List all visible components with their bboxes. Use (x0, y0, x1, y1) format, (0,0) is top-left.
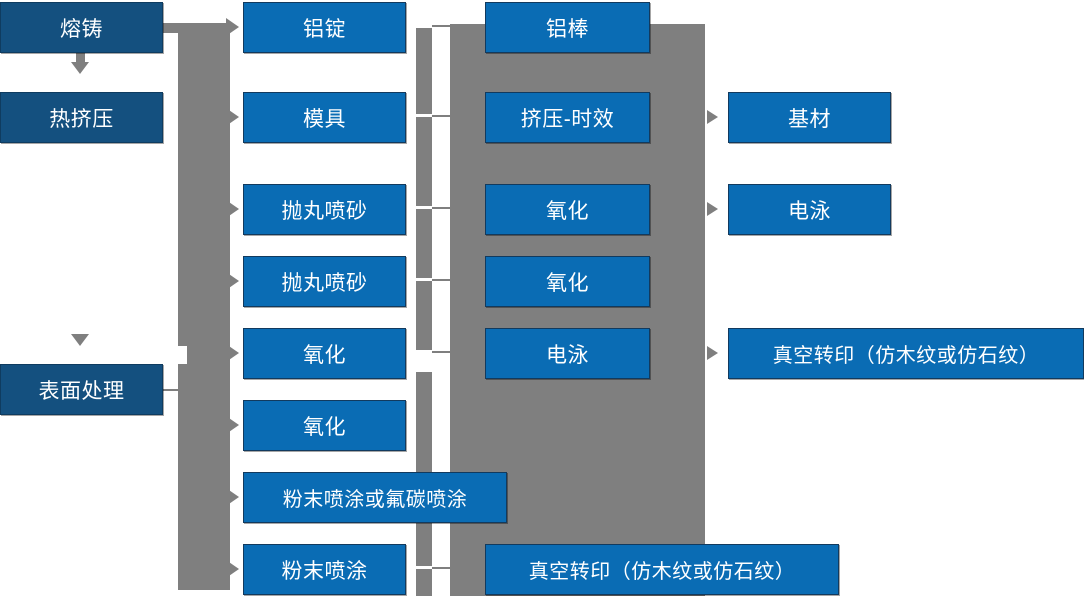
node-label: 氧化 (303, 343, 346, 367)
node-lvding[interactable]: 铝锭 (243, 2, 406, 53)
rail-break-5 (416, 350, 432, 372)
comb-arrow-8 (226, 560, 239, 578)
rail-break-3 (416, 206, 432, 209)
node-rejiya[interactable]: 热挤压 (0, 92, 163, 143)
node-paowan1[interactable]: 抛丸喷砂 (243, 184, 406, 235)
node-dianyong2[interactable]: 电泳 (728, 184, 891, 235)
node-label: 真空转印（仿木纹或仿石纹） (772, 345, 1040, 367)
node-fenmo-fluor[interactable]: 粉末喷涂或氟碳喷涂 (243, 472, 507, 523)
node-label: 粉末喷涂 (281, 559, 368, 583)
comb-arrow-2 (226, 108, 239, 126)
node-label: 抛丸喷砂 (281, 271, 368, 295)
connector-down-arrow-rongzhu (71, 62, 89, 74)
rail-break-4 (416, 278, 432, 281)
node-zkzy-right[interactable]: 真空转印（仿木纹或仿石纹） (728, 328, 1084, 379)
node-label: 表面处理 (38, 379, 125, 403)
comb-arrow-6 (226, 416, 239, 434)
node-label: 热挤压 (49, 107, 114, 131)
connector-mid-rail (416, 24, 432, 596)
rail-tie-2 (432, 115, 452, 117)
right-arrow-dianyong (707, 202, 718, 216)
node-label: 熔铸 (60, 17, 103, 41)
node-yanghua4[interactable]: 氧化 (485, 256, 650, 307)
node-paowan2[interactable]: 抛丸喷砂 (243, 256, 406, 307)
rail-break-6 (416, 566, 432, 569)
node-label: 氧化 (546, 199, 589, 223)
rail-tie-6 (432, 567, 452, 569)
node-muju[interactable]: 模具 (243, 92, 406, 143)
node-yanghua3[interactable]: 氧化 (485, 184, 650, 235)
canvas-notch-biaomian (163, 346, 187, 364)
node-label: 铝棒 (546, 17, 589, 41)
rail-tie-3 (432, 207, 452, 209)
comb-arrow-3 (226, 200, 239, 218)
connector-left-trunk (178, 23, 230, 590)
node-zkzy-bot[interactable]: 真空转印（仿木纹或仿石纹） (485, 544, 839, 595)
comb-arrow-1 (226, 18, 239, 36)
node-label: 抛丸喷砂 (281, 199, 368, 223)
node-label: 电泳 (546, 343, 589, 367)
node-rongzhu[interactable]: 熔铸 (0, 2, 163, 53)
rail-tie-5 (432, 351, 452, 353)
node-label: 铝锭 (303, 17, 346, 41)
comb-arrow-5 (226, 344, 239, 362)
node-label: 粉末喷涂或氟碳喷涂 (282, 489, 468, 511)
connector-stub-rongzhu (163, 23, 183, 33)
node-label: 电泳 (788, 199, 831, 223)
right-arrow-jicai (707, 110, 718, 124)
connector-line-biaomian (163, 389, 185, 391)
rail-break-2 (416, 114, 432, 117)
node-label: 真空转印（仿木纹或仿石纹） (528, 561, 796, 583)
comb-arrow-4 (226, 272, 239, 290)
comb-arrow-7 (226, 488, 239, 506)
right-arrow-zkzy (707, 346, 718, 360)
node-label: 挤压-时效 (520, 107, 615, 131)
node-jiya[interactable]: 挤压-时效 (485, 92, 650, 143)
node-fenmo[interactable]: 粉末喷涂 (243, 544, 406, 595)
node-yanghua2[interactable]: 氧化 (243, 400, 406, 451)
node-biaomian[interactable]: 表面处理 (0, 364, 163, 415)
node-label: 模具 (303, 107, 346, 131)
node-label: 基材 (788, 107, 831, 131)
rail-tie-1 (432, 25, 452, 27)
connector-down-stem-rongzhu (76, 53, 85, 65)
connector-down-arrow-biaomian (71, 334, 89, 346)
node-label: 氧化 (546, 271, 589, 295)
node-dianyong[interactable]: 电泳 (485, 328, 650, 379)
node-jicai[interactable]: 基材 (728, 92, 891, 143)
rail-break-1 (416, 24, 432, 28)
node-lvbang[interactable]: 铝棒 (485, 2, 650, 53)
rail-tie-4 (432, 279, 452, 281)
node-label: 氧化 (303, 415, 346, 439)
node-yanghua1[interactable]: 氧化 (243, 328, 406, 379)
